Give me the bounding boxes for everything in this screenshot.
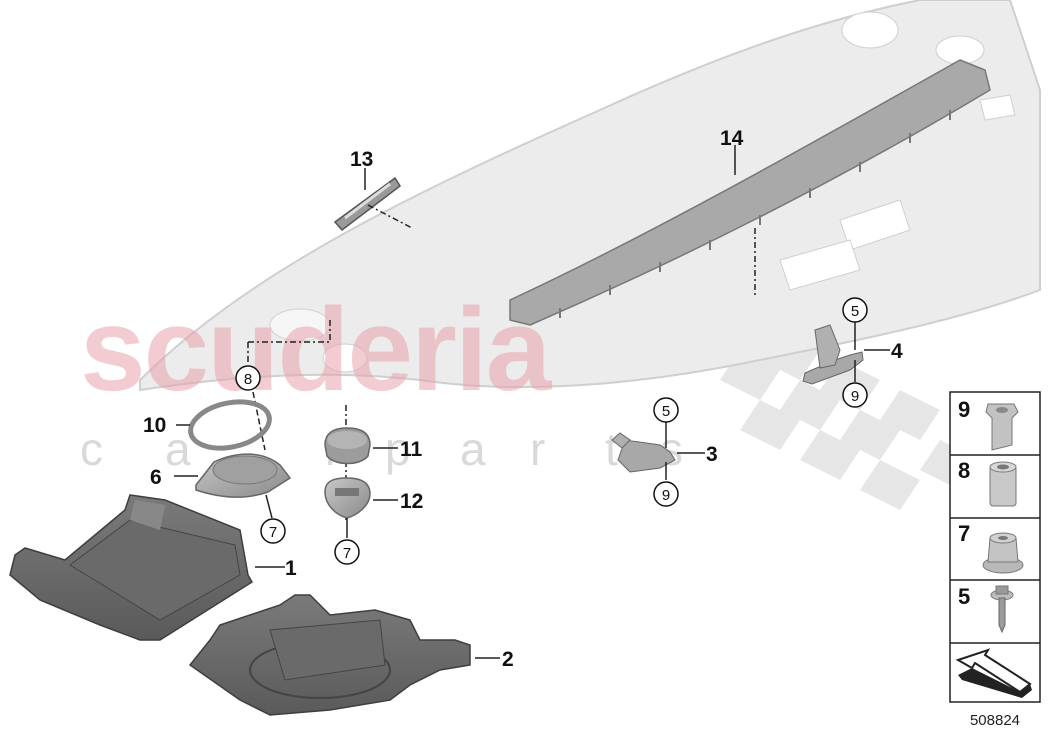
part-trim-clip[interactable] — [333, 176, 401, 232]
screw-icon — [990, 585, 1014, 634]
rear-shelf-panel — [139, 0, 1041, 392]
svg-text:5: 5 — [851, 303, 859, 320]
ref-circle-9a: 9 — [842, 382, 868, 408]
watermark-scuderia: scuderia — [80, 284, 553, 416]
callout-2: 2 — [502, 648, 514, 671]
callout-1: 1 — [285, 557, 297, 580]
callout-11: 11 — [400, 438, 423, 461]
part-tweeter-cap[interactable] — [324, 427, 371, 465]
flange-nut-icon — [982, 532, 1024, 574]
part-ring[interactable] — [186, 395, 273, 455]
svg-text:7: 7 — [958, 521, 970, 546]
callout-14: 14 — [720, 127, 744, 150]
svg-text:7: 7 — [343, 545, 351, 562]
ref-circle-7a: 7 — [260, 518, 286, 544]
svg-text:8: 8 — [958, 458, 970, 483]
callout-6: 6 — [150, 466, 162, 489]
callout-12: 12 — [400, 490, 423, 513]
svg-text:a: a — [165, 423, 191, 475]
sleeve-icon — [989, 461, 1017, 507]
svg-text:t: t — [605, 423, 618, 475]
ref-circle-5b: 5 — [653, 397, 679, 423]
callout-3: 3 — [706, 443, 718, 466]
part-trim-strip[interactable] — [509, 59, 991, 326]
diagram-id: 508824 — [970, 712, 1020, 729]
part-tweeter[interactable] — [324, 477, 371, 519]
part-bracket-upper[interactable] — [802, 324, 864, 385]
ref-circle-5a: 5 — [842, 297, 868, 323]
svg-text:5: 5 — [958, 584, 970, 609]
svg-text:a: a — [460, 423, 486, 475]
ref-circle-9b: 9 — [653, 481, 679, 507]
legend-item-8: 8 — [958, 458, 1017, 507]
legend-item-arrow — [955, 648, 1032, 698]
callout-13: 13 — [350, 148, 373, 171]
svg-text:r: r — [530, 423, 545, 475]
ref-circle-7b: 7 — [334, 539, 360, 565]
svg-text:5: 5 — [662, 403, 670, 420]
svg-text:c: c — [80, 423, 103, 475]
fastener-legend: 9 8 7 5 — [949, 391, 1041, 703]
expanding-nut-icon — [985, 403, 1019, 451]
part-tray-left[interactable] — [9, 494, 254, 641]
legend-item-9: 9 — [958, 397, 1019, 451]
svg-text:8: 8 — [244, 371, 252, 388]
direction-arrow-icon — [955, 648, 1032, 698]
callout-4: 4 — [891, 340, 903, 363]
part-tray-right[interactable] — [188, 594, 471, 716]
svg-text:9: 9 — [851, 388, 859, 405]
callout-10: 10 — [143, 414, 166, 437]
watermark-carparts: c a r p a r t s — [80, 423, 683, 475]
svg-text:9: 9 — [958, 397, 970, 422]
svg-text:9: 9 — [662, 487, 670, 504]
legend-item-7: 7 — [958, 521, 1024, 574]
part-bracket-lower[interactable] — [611, 432, 676, 473]
svg-text:7: 7 — [269, 524, 277, 541]
part-speaker-cover[interactable] — [195, 453, 292, 498]
svg-text:p: p — [385, 423, 411, 475]
ref-circle-8: 8 — [235, 365, 261, 391]
legend-item-5: 5 — [958, 584, 1014, 634]
